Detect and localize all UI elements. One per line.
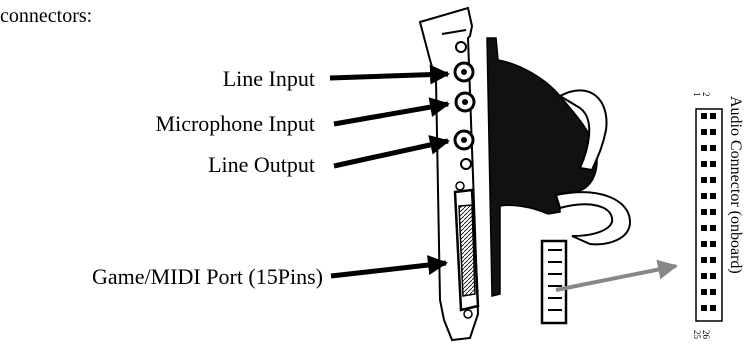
- header-pin: [701, 273, 707, 279]
- header-pin: [710, 161, 716, 167]
- header-pin: [710, 257, 716, 263]
- label-game-midi-port: Game/MIDI Port (15Pins): [92, 264, 323, 289]
- arrow-audio-connector: [555, 259, 678, 292]
- label-microphone-input: Microphone Input: [155, 111, 315, 136]
- header-pin: [710, 273, 716, 279]
- header-pin: [710, 113, 716, 119]
- header-pin: [701, 289, 707, 295]
- header-pin: [701, 129, 707, 135]
- header-pin: [710, 241, 716, 247]
- arrow-microphone-input: [333, 97, 450, 127]
- header-pin: [710, 305, 716, 311]
- jack-microphone-input: [454, 91, 476, 113]
- header-pin: [701, 113, 707, 119]
- header-pin: [710, 225, 716, 231]
- header-pin: [701, 161, 707, 167]
- cable-header-plug: [540, 239, 568, 325]
- audio-connector-pin-header: [695, 108, 723, 322]
- header-pin: [710, 193, 716, 199]
- label-arrows: [329, 64, 450, 279]
- screw-hole-middle: [460, 158, 472, 170]
- arrow-line-input: [329, 64, 450, 85]
- header-pin: [710, 209, 716, 215]
- header-pin: [701, 257, 707, 263]
- jack-line-output: [453, 129, 475, 151]
- label-line-input: Line Input: [222, 66, 315, 91]
- jack-line-input: [453, 61, 475, 83]
- header-pin: [710, 145, 716, 151]
- header-pin: [701, 145, 707, 151]
- screw-hole-top: [455, 41, 467, 53]
- header-pin: [710, 129, 716, 135]
- cable-loops: [554, 89, 632, 246]
- header-pin: [701, 225, 707, 231]
- arrow-game-midi-port: [330, 255, 448, 279]
- header-pin: [701, 209, 707, 215]
- header-pin: [701, 177, 707, 183]
- header-pin: [710, 289, 716, 295]
- header-pin: [701, 305, 707, 311]
- intro-text: connectors:: [0, 5, 93, 27]
- game-midi-port-connector: [453, 181, 480, 319]
- header-pin: [701, 241, 707, 247]
- label-line-output: Line Output: [208, 152, 315, 177]
- arrow-line-output: [333, 135, 450, 169]
- header-pin: [701, 193, 707, 199]
- header-pin: [710, 177, 716, 183]
